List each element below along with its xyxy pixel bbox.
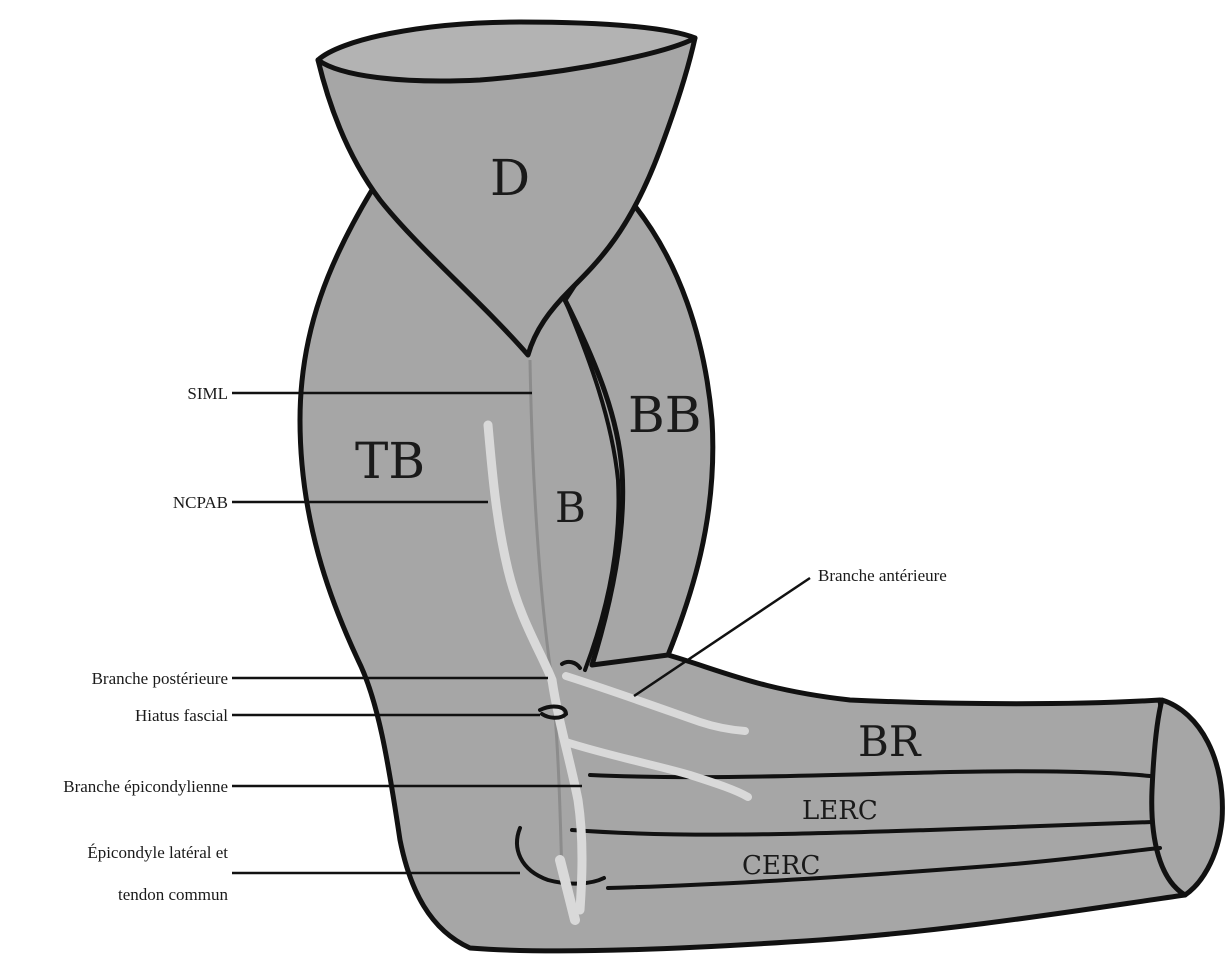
callout-branche-anterieure: Branche antérieure bbox=[818, 566, 947, 585]
label-lerc: LERC bbox=[802, 796, 878, 826]
label-br: BR bbox=[858, 717, 922, 766]
label-tb: TB bbox=[355, 432, 425, 490]
callout-epicondyle-line1: Épicondyle latéral et bbox=[87, 843, 228, 862]
callout-branche-epicondylienne: Branche épicondylienne bbox=[63, 777, 228, 796]
label-bb: BB bbox=[628, 386, 702, 444]
callout-branche-posterieure: Branche postérieure bbox=[92, 669, 228, 688]
callout-epicondyle-line2: tendon commun bbox=[118, 885, 229, 904]
callout-siml: SIML bbox=[187, 384, 228, 403]
label-b: B bbox=[555, 483, 586, 532]
upper-arm-shape bbox=[300, 190, 1185, 951]
forearm-end-cap bbox=[1152, 700, 1223, 895]
label-d: D bbox=[490, 149, 530, 207]
callout-hiatus-fascial: Hiatus fascial bbox=[135, 706, 228, 725]
callout-ncpab: NCPAB bbox=[173, 493, 228, 512]
label-cerc: CERC bbox=[742, 851, 820, 881]
